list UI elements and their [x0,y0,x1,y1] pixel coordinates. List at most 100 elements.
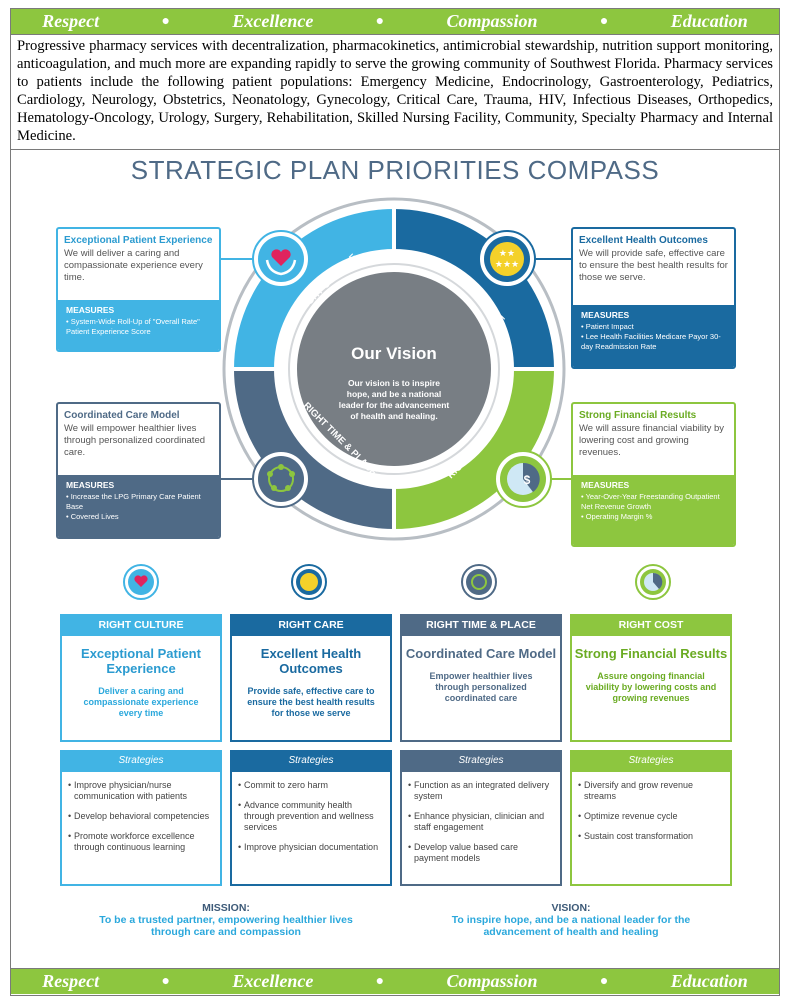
column-body: Exceptional Patient Experience Deliver a… [60,636,222,742]
value-respect: Respect [42,971,100,991]
ring-segment-culture [234,209,394,369]
column-title: Exceptional Patient Experience [81,646,201,676]
mission-text: To be a trusted partner, empowering heal… [99,914,353,938]
stars-icon [291,564,327,600]
values-bar-bottom: Respect ● Excellence ● Compassion ● Educ… [11,968,779,994]
card-body: We will provide safe, effective care to … [579,248,728,283]
column-body: Strong Financial Results Assure ongoing … [570,636,732,742]
value-excellence: Excellence [232,11,314,31]
measure-item: • Operating Margin % [581,512,653,521]
vision-block: VISION: To inspire hope, and be a nation… [431,902,711,938]
column-desc: Assure ongoing financial viability by lo… [585,671,717,703]
card-financial-results: Strong Financial Results We will assure … [571,402,736,547]
bullet-icon: ● [599,13,609,29]
column-right-cost: RIGHT COST Strong Financial Results Assu… [570,614,732,886]
strategy-item: Advance community health through prevent… [238,800,384,833]
measure-item: • Year-Over-Year Freestanding Outpatient… [581,492,720,511]
strategy-item: Develop value based care payment models [408,842,554,864]
column-body: Excellent Health Outcomes Provide safe, … [230,636,392,742]
stars-icon: ★★ ★★★ [478,230,536,288]
strategies-head: Strategies [400,750,562,772]
strategy-item: Commit to zero harm [238,780,384,791]
strategy-item: Optimize revenue cycle [578,811,724,822]
card-measures: MEASURES • Patient Impact • Lee Health F… [573,305,734,367]
strategies-head: Strategies [230,750,392,772]
vision-circle [297,272,491,466]
card-measures: MEASURES • Increase the LPG Primary Care… [58,475,219,537]
measure-item: • Lee Health Facilities Medicare Payor 3… [581,332,721,351]
strategies-list: Improve physician/nurse communication wi… [60,772,222,886]
vision-text-line: Our vision is to inspire [348,378,440,388]
values-bar-top: Respect ● Excellence ● Compassion ● Educ… [11,9,779,35]
network-icon [252,450,310,508]
column-desc: Provide safe, effective care to ensure t… [247,686,375,718]
column-desc: Empower healthier lives through personal… [429,671,533,703]
strategies-list: Diversify and grow revenue streams Optim… [570,772,732,886]
card-coordinated-care: Coordinated Care Model We will empower h… [56,402,221,539]
infographic-title: STRATEGIC PLAN PRIORITIES COMPASS [130,155,660,185]
vision-text: To inspire hope, and be a national leade… [451,914,691,938]
vision-title: Our Vision [351,344,437,363]
dollar-pie-icon: $ [494,450,552,508]
value-excellence: Excellence [232,971,314,991]
vision-text-line: hope, and be a national [347,389,441,399]
strategies-list: Function as an integrated delivery syste… [400,772,562,886]
svg-text:★★: ★★ [499,248,515,258]
card-title: Exceptional Patient Experience [64,235,213,246]
vision-text-line: of health and healing. [350,411,437,421]
svg-text:★★★: ★★★ [495,259,519,269]
divider [11,149,779,150]
value-compassion: Compassion [446,971,538,991]
card-measures: MEASURES • Year-Over-Year Freestanding O… [573,475,734,545]
strategy-item: Enhance physician, clinician and staff e… [408,811,554,833]
card-body: We will deliver a caring and compassiona… [64,248,203,283]
strategies-head: Strategies [60,750,222,772]
ring-segment-care [394,209,554,369]
column-right-time-place: RIGHT TIME & PLACE Coordinated Care Mode… [400,614,562,886]
value-respect: Respect [42,11,100,31]
mission-heading: MISSION: [202,902,250,914]
heart-hands-icon [252,230,310,288]
column-title: Excellent Health Outcomes [260,646,362,676]
bullet-icon: ● [375,973,385,989]
column-head: RIGHT CULTURE [60,614,222,636]
value-compassion: Compassion [446,11,538,31]
measure-item: • Patient Impact [581,322,634,331]
column-body: Coordinated Care Model Empower healthier… [400,636,562,742]
strategy-item: Develop behavioral competencies [68,811,214,822]
intro-paragraph: Progressive pharmacy services with decen… [17,38,773,144]
card-title: Excellent Health Outcomes [579,235,708,246]
ring-segment-time [234,369,394,529]
bullet-icon: ● [599,973,609,989]
column-right-culture: RIGHT CULTURE Exceptional Patient Experi… [60,614,222,886]
mission-block: MISSION: To be a trusted partner, empowe… [86,902,366,938]
column-title: Coordinated Care Model [405,646,557,661]
svg-text:$: $ [524,473,531,487]
card-body: We will assure financial viability by lo… [579,423,725,458]
measures-heading: MEASURES [66,305,115,315]
measures-heading: MEASURES [66,480,115,490]
dollar-pie-icon [635,564,671,600]
strategies-list: Commit to zero harm Advance community he… [230,772,392,886]
heart-hands-icon [123,564,159,600]
column-desc: Deliver a caring and compassionate exper… [83,686,199,718]
column-icons [123,564,671,600]
document-frame: Respect ● Excellence ● Compassion ● Educ… [10,8,780,996]
column-head: RIGHT TIME & PLACE [400,614,562,636]
network-icon [461,564,497,600]
strategy-item: Diversify and grow revenue streams [578,780,724,802]
bullet-icon: ● [375,13,385,29]
compass-graphic: Our Vision Our vision is to inspire hope… [221,197,571,541]
measures-heading: MEASURES [581,480,630,490]
ring-segment-cost [394,369,554,529]
card-health-outcomes: Excellent Health Outcomes We will provid… [571,227,736,369]
bullet-icon: ● [161,973,170,989]
measure-item: • Covered Lives [66,512,119,521]
strategies-head: Strategies [570,750,732,772]
strategy-item: Improve physician documentation [238,842,384,853]
strategy-item: Improve physician/nurse communication wi… [68,780,214,802]
strategy-item: Function as an integrated delivery syste… [408,780,554,802]
column-head: RIGHT CARE [230,614,392,636]
value-education: Education [670,971,748,991]
vision-text-line: leader for the advancement [339,400,450,410]
